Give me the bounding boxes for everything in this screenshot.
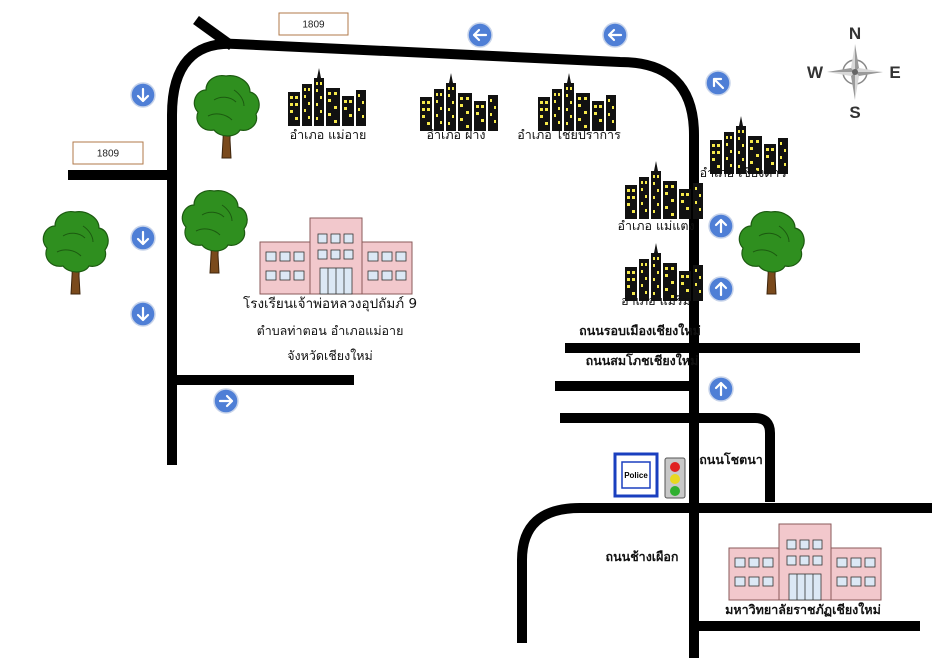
arrow-up-icon	[708, 213, 734, 239]
arrow-up-icon	[708, 276, 734, 302]
tree-icon	[738, 211, 805, 295]
city-icon	[288, 68, 366, 126]
city-icon	[420, 73, 498, 131]
school-address-line: ตำบลท่าตอน อำเภอแม่อาย	[257, 323, 404, 338]
school-building-icon	[259, 217, 413, 295]
arrow-up-icon	[708, 376, 734, 402]
road-label-chang-phueak: ถนนช้างเผือก	[606, 549, 679, 564]
school-name: โรงเรียนเจ้าพ่อหลวงอุปถัมภ์ 9	[243, 295, 417, 312]
tree-icon	[181, 190, 248, 274]
road-chotana	[560, 413, 775, 502]
arrow-up-left-icon	[705, 70, 731, 96]
police-label: Police	[624, 471, 648, 480]
district-label-mae-ai: อำเภอ แม่อาย	[290, 127, 367, 142]
compass-west: W	[807, 63, 824, 82]
university-name: มหาวิทยาลัยราชภัฏเชียงใหม่	[725, 602, 881, 618]
road-chang-phueak	[517, 503, 932, 643]
police-station-icon: Police	[613, 452, 659, 498]
school-province-line: จังหวัดเชียงใหม่	[287, 348, 373, 363]
district-label-chai-prakan: อำเภอ ไชยปราการ	[517, 127, 621, 142]
route-sign-text: 1809	[302, 20, 325, 31]
district-label-mae-rim: อำเภอ แม่ริม	[621, 293, 691, 308]
arrow-right-icon	[213, 388, 239, 414]
arrow-left-icon	[467, 22, 493, 48]
road-label-sompot: ถนนสมโภชเชียงใหม่	[586, 353, 699, 368]
arrow-down-icon	[130, 301, 156, 327]
compass-rose-icon: N S E W	[807, 24, 901, 122]
arrow-left-icon	[602, 22, 628, 48]
traffic-light-icon	[664, 457, 686, 499]
district-label-fang: อำเภอ ฝาง	[427, 127, 486, 142]
route-sign-text: 1809	[97, 149, 120, 160]
compass-south: S	[849, 103, 860, 122]
road-1809-diag	[193, 15, 235, 51]
route-sign-1809-top: 1809	[278, 12, 349, 36]
compass-east: E	[889, 63, 900, 82]
city-icon	[538, 73, 616, 131]
university-building-icon	[728, 523, 882, 601]
district-label-chiang-dao: อำเภอ เชียงดาว	[700, 165, 787, 180]
route-sign-1809-left: 1809	[72, 141, 144, 165]
tree-icon	[193, 75, 260, 159]
road-label-ring: ถนนรอบเมืองเชียงใหม่	[579, 323, 701, 338]
arrow-down-icon	[130, 225, 156, 251]
compass-north: N	[849, 24, 861, 43]
road-label-chotana: ถนนโชตนา	[699, 452, 763, 467]
arrow-down-icon	[130, 82, 156, 108]
road-1809-main	[167, 38, 699, 658]
road-network	[68, 15, 932, 658]
district-label-mae-taeng: อำเภอ แม่แตง	[617, 218, 694, 233]
tree-icon	[42, 211, 109, 295]
